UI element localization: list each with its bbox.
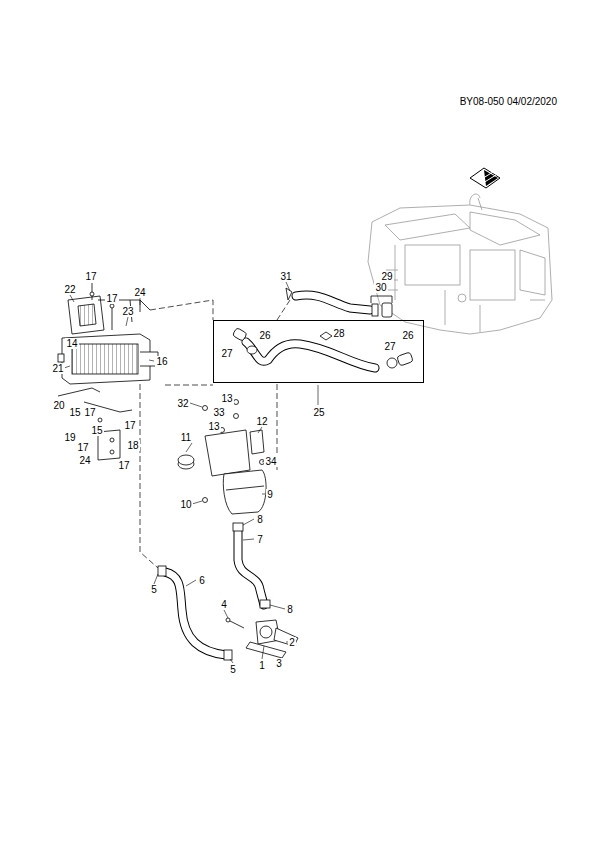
- callout-number: 15: [90, 425, 103, 436]
- callout-number: 7: [256, 534, 264, 545]
- callout-number: 13: [207, 421, 220, 432]
- callout-number: 1: [258, 660, 266, 671]
- callout-number: 34: [264, 456, 277, 467]
- callout-number: 26: [258, 330, 271, 341]
- leader-lines: [64, 282, 318, 663]
- callout-number: 4: [220, 599, 228, 610]
- heater-unit: [58, 283, 158, 460]
- callout-number: 17: [123, 420, 136, 431]
- callout-number: 17: [105, 293, 118, 304]
- callout-number: 11: [180, 432, 192, 443]
- callout-number: 10: [179, 499, 192, 510]
- coolant-hoses: [165, 295, 375, 655]
- coolant-reservoir: [178, 400, 266, 515]
- callout-number: 27: [383, 341, 396, 352]
- callout-number: 13: [220, 393, 233, 404]
- group-box: 262826272725: [213, 320, 424, 383]
- view-arrow-icon: [470, 168, 500, 188]
- callout-number: 23: [121, 306, 134, 317]
- callout-number: 28: [332, 328, 345, 339]
- callout-number: 15: [68, 407, 81, 418]
- callout-number: 20: [52, 400, 65, 411]
- callout-number: 33: [212, 407, 225, 418]
- hvac-module: [368, 194, 552, 334]
- callout-number: 3: [275, 658, 283, 669]
- callout-number: 30: [374, 282, 387, 293]
- callout-number: 5: [150, 584, 158, 595]
- callout-number: 5: [229, 664, 237, 675]
- callout-number: 24: [78, 455, 91, 466]
- callout-number: 17: [84, 271, 97, 282]
- callout-number: 24: [133, 287, 146, 298]
- callout-number: 29: [380, 271, 393, 282]
- callout-number: 8: [256, 514, 264, 525]
- callout-number: 27: [220, 348, 233, 359]
- callout-number: 19: [63, 432, 76, 443]
- callout-number: 14: [65, 338, 78, 349]
- callout-number: 22: [63, 284, 76, 295]
- callout-number: 17: [117, 460, 130, 471]
- callout-number: 25: [312, 407, 325, 418]
- group-bracket: [371, 296, 392, 303]
- callout-number: 21: [51, 363, 64, 374]
- drawing-number: BY08-050 04/02/2020: [459, 96, 558, 107]
- callout-number: 2: [288, 637, 296, 648]
- coolant-pump: [226, 618, 298, 658]
- callout-number: 9: [266, 489, 274, 500]
- callout-number: 32: [176, 398, 189, 409]
- callout-number: 17: [76, 442, 89, 453]
- callout-number: 6: [198, 575, 206, 586]
- callout-number: 31: [279, 271, 292, 282]
- callout-number: 17: [83, 407, 96, 418]
- callout-number: 26: [401, 330, 414, 341]
- callout-number: 18: [126, 440, 139, 451]
- callout-number: 8: [286, 604, 294, 615]
- callout-number: 16: [155, 356, 168, 367]
- clamps-and-fittings: [158, 288, 413, 660]
- routing-lines: [140, 300, 290, 568]
- callout-number: 12: [255, 416, 268, 427]
